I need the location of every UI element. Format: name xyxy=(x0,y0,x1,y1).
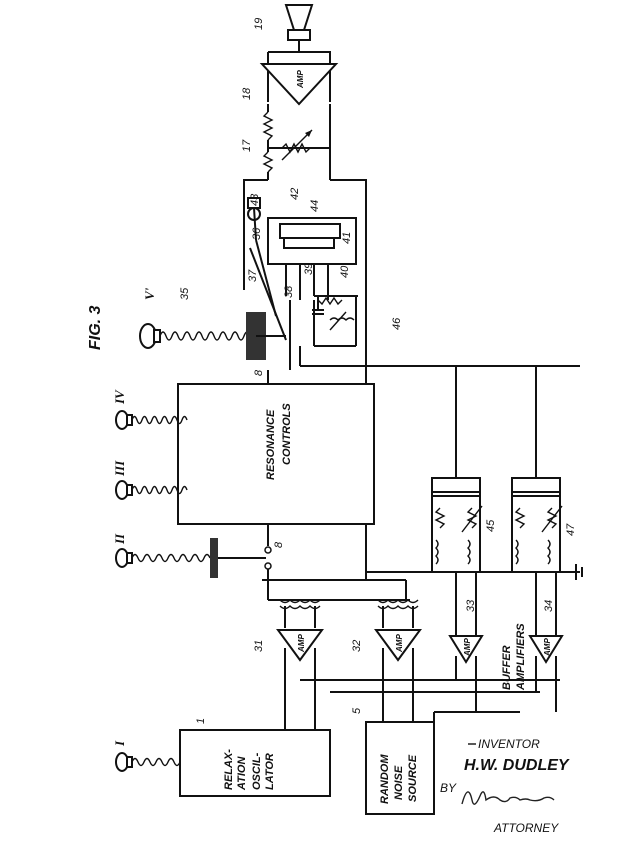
filter-network-47 xyxy=(511,366,563,573)
by-label: BY xyxy=(440,781,457,795)
oscillator-label-2: ATION xyxy=(236,756,248,791)
ref-47: 47 xyxy=(565,523,577,536)
key-label-ii: II xyxy=(112,533,127,545)
volume-resistor-network xyxy=(262,104,331,180)
ref-19: 19 xyxy=(253,18,265,30)
inventor-name: H.W. DUDLEY xyxy=(464,757,570,774)
buffer-amplifiers-label-1: BUFFER xyxy=(501,645,513,690)
amplifier-31: AMP xyxy=(276,629,324,730)
buffer-amplifiers-label-2: AMPLIFIERS xyxy=(515,623,527,691)
resonance-label-1: RESONANCE xyxy=(265,409,277,480)
key-ii xyxy=(115,538,266,578)
output-amp-label: AMP xyxy=(296,70,305,89)
ref-34: 34 xyxy=(543,600,555,612)
amplifier-32: AMP xyxy=(374,629,422,722)
resonance-label-2: CONTROLS xyxy=(281,403,293,465)
relaxation-oscillator-box xyxy=(179,729,331,797)
ref-39: 39 xyxy=(303,263,315,275)
key-i xyxy=(115,752,181,772)
key-iii xyxy=(115,480,188,500)
amp-32-label: AMP xyxy=(395,634,404,653)
attorney-label: ATTORNEY xyxy=(493,821,559,835)
ref-8-top: 8 xyxy=(253,369,265,376)
transformer-32 xyxy=(377,599,419,628)
resonance-controls-box xyxy=(177,383,375,525)
attorney-signature xyxy=(461,791,555,805)
amp-31-label: AMP xyxy=(297,634,306,653)
noise-label-1: RANDOM xyxy=(379,754,391,804)
loudspeaker-horn xyxy=(284,4,314,52)
ref-1: 1 xyxy=(195,718,207,724)
ref-18: 18 xyxy=(241,87,253,100)
ref-41: 41 xyxy=(341,232,353,244)
key-v-prime xyxy=(139,312,286,360)
ref-37: 37 xyxy=(247,269,259,282)
noise-label-3: SOURCE xyxy=(407,754,419,802)
filter-network-45 xyxy=(431,366,483,573)
ref-17: 17 xyxy=(241,139,253,152)
key-label-iii: III xyxy=(112,460,127,477)
ref-44: 44 xyxy=(309,200,321,212)
lower-switch xyxy=(262,524,410,601)
random-noise-source-box xyxy=(365,721,435,815)
transformer-31 xyxy=(279,599,321,628)
oscillator-label-4: LATOR xyxy=(264,753,276,790)
amp-33-label: AMP xyxy=(463,638,472,657)
ref-36: 36 xyxy=(251,227,263,240)
output-amplifier: AMP xyxy=(259,51,339,106)
key-label-i: I xyxy=(112,740,127,747)
ref-8-lower: 8 xyxy=(273,541,285,548)
ref-42: 42 xyxy=(289,188,301,200)
buffer-network xyxy=(300,564,583,722)
figure-label: FIG. 3 xyxy=(87,305,104,350)
ref-5: 5 xyxy=(351,707,363,714)
ref-45: 45 xyxy=(485,519,497,532)
oscillator-label-3: OSCIL- xyxy=(251,752,263,790)
noise-label-2: NOISE xyxy=(393,765,405,800)
ref-38: 38 xyxy=(283,285,295,298)
oscillator-label-1: RELAX- xyxy=(223,749,235,790)
ref-33: 33 xyxy=(465,599,477,612)
ref-43: 43 xyxy=(249,193,261,206)
ref-31: 31 xyxy=(253,640,265,652)
ref-35: 35 xyxy=(179,287,191,300)
amp-34-label: AMP xyxy=(543,638,552,657)
ref-40: 40 xyxy=(339,265,351,278)
switching-network xyxy=(243,179,580,580)
key-iv xyxy=(115,410,188,430)
key-label-v-prime: V' xyxy=(142,287,157,300)
ref-32: 32 xyxy=(351,640,363,652)
ref-46: 46 xyxy=(391,317,403,330)
inventor-title: INVENTOR xyxy=(478,737,540,751)
key-label-iv: IV xyxy=(112,389,127,405)
